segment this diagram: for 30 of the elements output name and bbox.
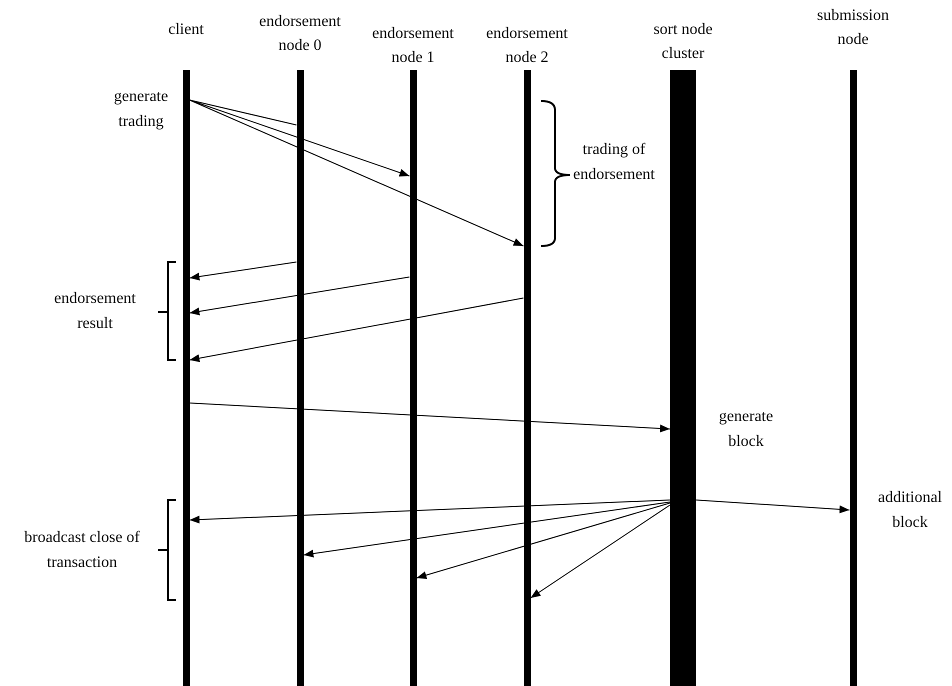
lifeline-label: endorsement node 0 xyxy=(258,12,342,56)
lifeline-label: endorsement node 1 xyxy=(371,24,455,68)
message-arrow xyxy=(189,298,524,362)
message-arrow xyxy=(189,100,524,246)
message-arrow xyxy=(530,504,670,598)
message-arrow xyxy=(189,402,670,432)
annotation-label: generate trading xyxy=(112,87,170,132)
lifeline-label: submission node xyxy=(816,6,890,50)
lifeline-label: client xyxy=(167,20,205,40)
lifeline-bar xyxy=(670,70,696,686)
message-arrow xyxy=(416,502,670,579)
annotation-label: endorsement result xyxy=(53,289,137,334)
message-line xyxy=(189,100,297,126)
lifeline-bar xyxy=(296,70,304,686)
lifeline-label: sort node cluster xyxy=(652,20,714,64)
annotation-label: generate block xyxy=(718,407,774,452)
message-arrow xyxy=(303,502,670,558)
annotation-label: additional block xyxy=(877,488,943,533)
lifeline-label: endorsement node 2 xyxy=(485,24,569,68)
message-arrow xyxy=(189,276,410,316)
message-arrow xyxy=(696,500,850,514)
lifeline-bar xyxy=(524,70,530,686)
message-arrow xyxy=(189,500,670,524)
annotation-label: broadcast close of transaction xyxy=(23,528,141,573)
lifeline-bar xyxy=(182,70,190,686)
lifeline-bar xyxy=(850,70,856,686)
message-arrow xyxy=(189,262,297,280)
annotation-label: trading of endorsement xyxy=(572,140,656,185)
message-arrow xyxy=(189,100,410,177)
lifeline-bar xyxy=(410,70,416,686)
